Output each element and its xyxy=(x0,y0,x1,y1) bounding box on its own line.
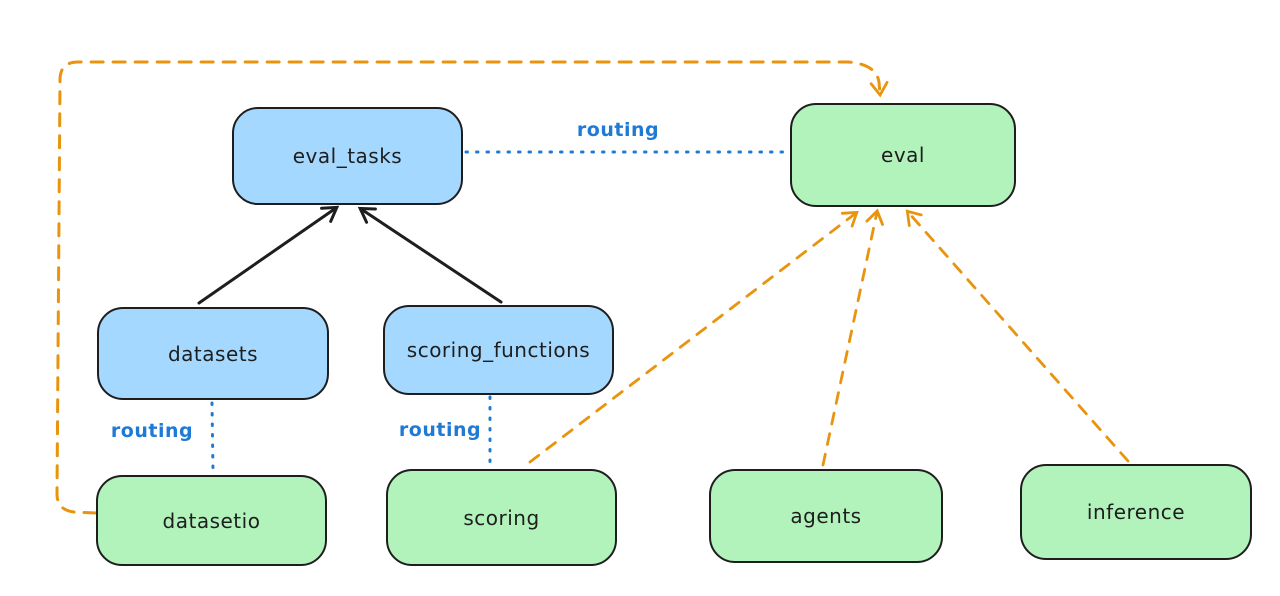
edge-routing-datasets-datasetio xyxy=(210,401,215,473)
edge-scoring-eval xyxy=(528,210,859,464)
edge-label-routing-scoring: routing xyxy=(398,419,482,441)
edge-datasets-evaltasks xyxy=(197,205,340,305)
node-datasetio: datasetio xyxy=(96,475,327,566)
node-agents: agents xyxy=(709,469,943,563)
node-eval-tasks-label: eval_tasks xyxy=(292,144,403,168)
node-scoring: scoring xyxy=(386,469,617,566)
node-datasets-label: datasets xyxy=(167,341,259,366)
node-scoring-functions-label: scoring_functions xyxy=(406,338,591,362)
node-eval: eval xyxy=(790,103,1016,207)
node-inference: inference xyxy=(1020,464,1252,560)
edge-agents-eval xyxy=(821,208,884,467)
edge-label-routing-datasets: routing xyxy=(110,420,194,442)
node-inference-label: inference xyxy=(1086,500,1186,524)
edge-label-routing-top: routing xyxy=(576,119,660,141)
node-eval-tasks: eval_tasks xyxy=(232,107,463,205)
node-eval-label: eval xyxy=(881,143,925,167)
edge-datasetio-eval xyxy=(55,60,889,515)
node-scoring-functions: scoring_functions xyxy=(383,305,614,395)
node-datasetio-label: datasetio xyxy=(162,508,261,533)
edge-scoringfunctions-evaltasks xyxy=(357,206,503,304)
node-datasets: datasets xyxy=(97,307,329,400)
node-agents-label: agents xyxy=(790,504,862,528)
node-scoring-label: scoring xyxy=(463,505,540,530)
edge-inference-eval xyxy=(905,209,1130,463)
